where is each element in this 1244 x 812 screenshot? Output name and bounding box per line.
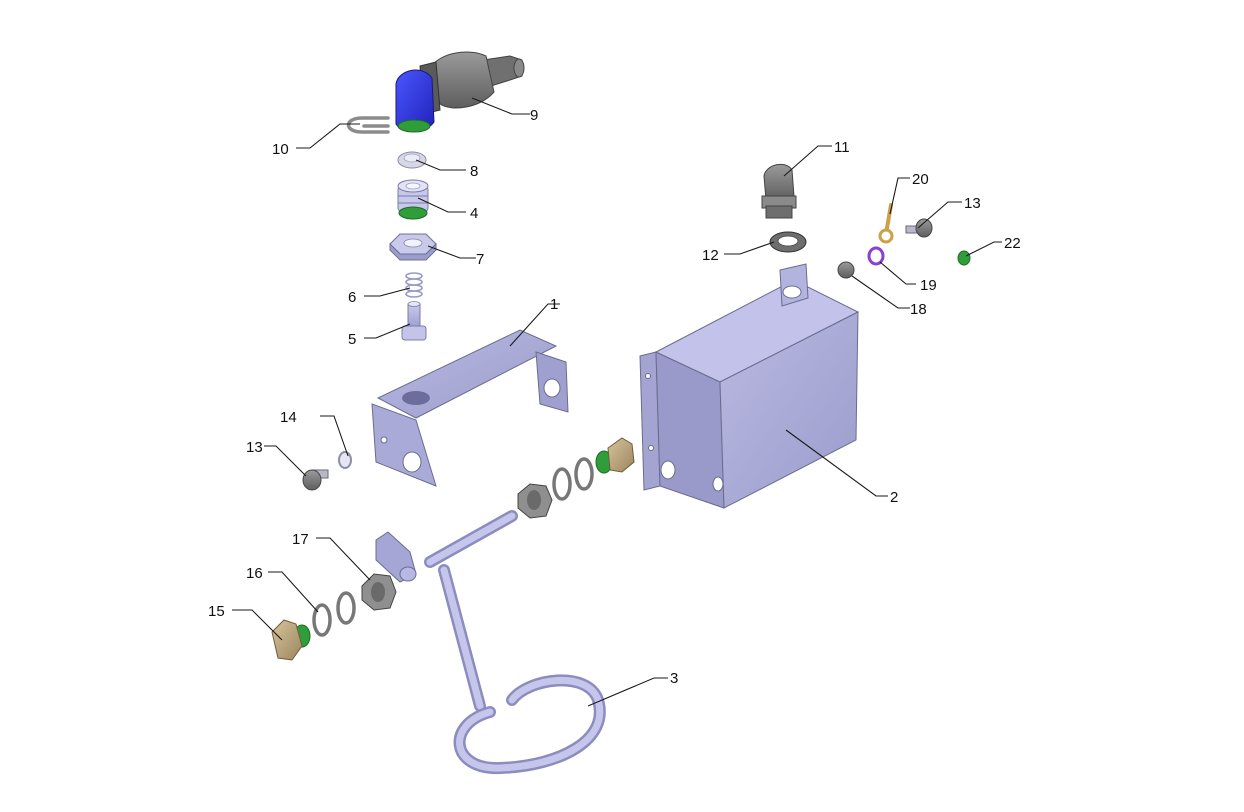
callout-13-left: 13 — [246, 439, 263, 456]
callout-10: 10 — [272, 141, 289, 158]
callout-22: 22 — [1004, 235, 1021, 252]
part-11-cable-gland — [761, 163, 797, 219]
part-3-pipe-assembly — [375, 510, 606, 775]
callout-6: 6 — [348, 289, 356, 306]
part-13-screw-right — [905, 218, 933, 238]
part-12-nut — [769, 231, 807, 253]
part-9-angle-connector — [395, 51, 525, 133]
part-4-fitting — [397, 179, 429, 220]
part-7-hex-nut — [389, 233, 437, 261]
leader-lines — [232, 97, 1002, 707]
callout-9: 9 — [530, 107, 538, 124]
pipe-fittings-left — [271, 573, 397, 661]
part-13-screw-left — [302, 469, 329, 491]
part-18-nut — [837, 261, 855, 279]
part-5-pin — [401, 301, 427, 341]
callout-2: 2 — [890, 489, 898, 506]
callout-20: 20 — [912, 171, 929, 188]
callout-4: 4 — [470, 205, 478, 222]
part-10-spring-clip — [346, 116, 390, 134]
callout-15: 15 — [208, 603, 225, 620]
callout-14: 14 — [280, 409, 297, 426]
part-1-mounting-bracket — [371, 329, 569, 487]
part-2-enclosure-box — [639, 263, 860, 509]
part-20-ring-lug — [878, 203, 894, 244]
callout-labels: 1 2 3 4 5 6 7 8 9 10 11 12 13 13 14 15 1… — [208, 107, 1021, 687]
callout-1: 1 — [550, 296, 558, 313]
part-22-seal — [957, 250, 971, 266]
callout-5: 5 — [348, 331, 356, 348]
pipe-fittings-right — [517, 437, 635, 519]
callout-3: 3 — [670, 670, 678, 687]
callout-13-right: 13 — [964, 195, 981, 212]
callout-7: 7 — [476, 251, 484, 268]
part-19-ring — [867, 246, 885, 266]
callout-12: 12 — [702, 247, 719, 264]
callout-18: 18 — [910, 301, 927, 318]
part-8-washer — [397, 151, 427, 169]
part-14-washer — [338, 451, 352, 469]
callout-19: 19 — [920, 277, 937, 294]
callout-11: 11 — [834, 139, 850, 156]
part-6-spring — [405, 272, 423, 298]
callout-16: 16 — [246, 565, 263, 582]
callout-8: 8 — [470, 163, 478, 180]
callout-17: 17 — [292, 531, 309, 548]
